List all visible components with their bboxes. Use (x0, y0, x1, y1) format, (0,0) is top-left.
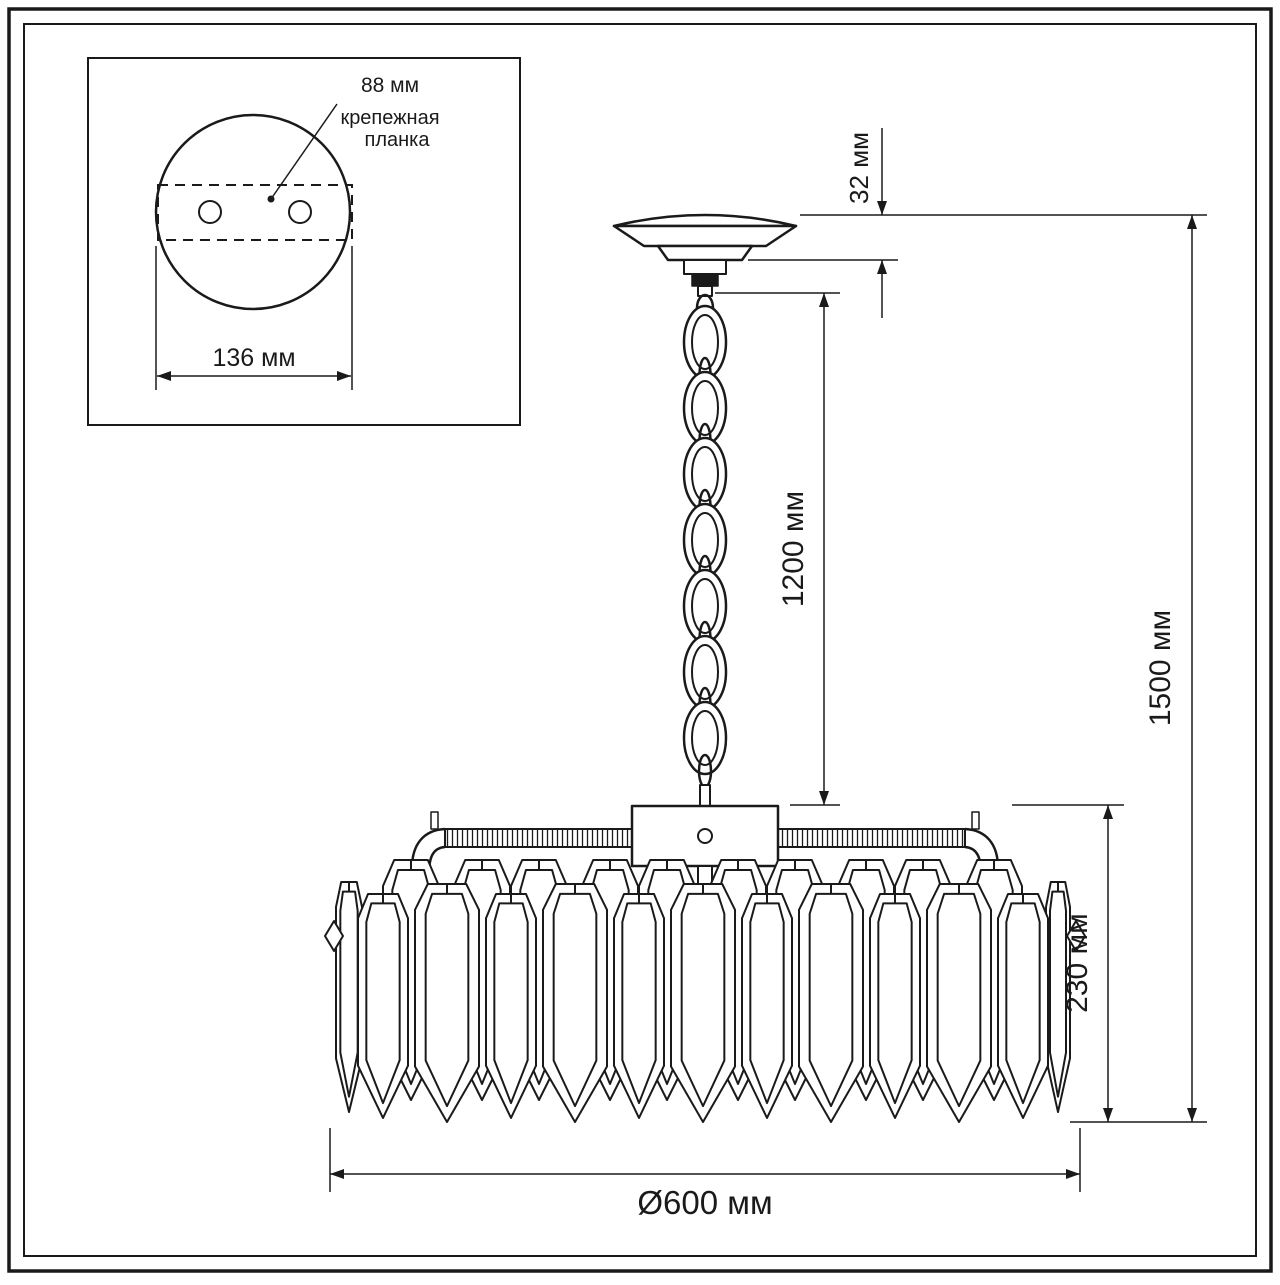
plate-label-line1: крепежная (340, 107, 439, 129)
mounting-plate-inset: 88 мм крепежная планка 136 мм (87, 57, 521, 426)
dim-88-label: 88 мм (361, 74, 419, 97)
dim-136-label: 136 мм (212, 344, 295, 372)
dim-230-label: 230 мм (1061, 913, 1094, 1013)
dimension-230mm: 230 мм (1061, 805, 1113, 1122)
left-arm-pin (430, 811, 439, 830)
mounting-hole-left (198, 200, 222, 224)
chain-links (682, 304, 728, 776)
inner-border (23, 23, 1257, 1257)
crystal-front-row (357, 882, 1049, 1124)
dimension-1500mm: 1500 мм (1144, 215, 1197, 1122)
inset-box (87, 57, 521, 426)
mounting-hole-right (288, 200, 312, 224)
right-arm-coil (774, 828, 966, 848)
dimension-136mm: 136 мм (155, 246, 353, 390)
hub-bolt (697, 828, 713, 844)
ceiling-canopy (612, 213, 798, 297)
dimension-1200mm: 1200 мм (777, 293, 829, 805)
dim-32-label: 32 мм (844, 132, 874, 204)
hanger-rod (699, 784, 711, 808)
suspension-chain (682, 293, 728, 808)
plate-label-line2: планка (365, 129, 431, 151)
left-arm-coil (444, 828, 636, 848)
crystal-drum (324, 859, 1086, 1124)
outer-border (7, 7, 1273, 1273)
dimension-32mm: 32 мм (844, 128, 887, 318)
leader-line (270, 103, 338, 200)
dim-600-label: Ø600 мм (637, 1184, 772, 1221)
left-side-pendant (324, 920, 344, 952)
mounting-plate-dashed (157, 184, 353, 241)
right-side-pendant (1066, 920, 1086, 952)
dim-1200-label: 1200 мм (777, 491, 810, 607)
ceiling-cup-circle (154, 113, 352, 311)
right-arm-pin (971, 811, 980, 830)
chandelier-front-view (324, 213, 1086, 1124)
dimension-600mm: Ø600 мм (329, 1128, 1081, 1221)
dim-1500-label: 1500 мм (1144, 610, 1177, 726)
frame-arms (410, 804, 1000, 903)
dimension-lines: 32 мм 1200 мм 1500 мм 230 мм (329, 128, 1207, 1221)
